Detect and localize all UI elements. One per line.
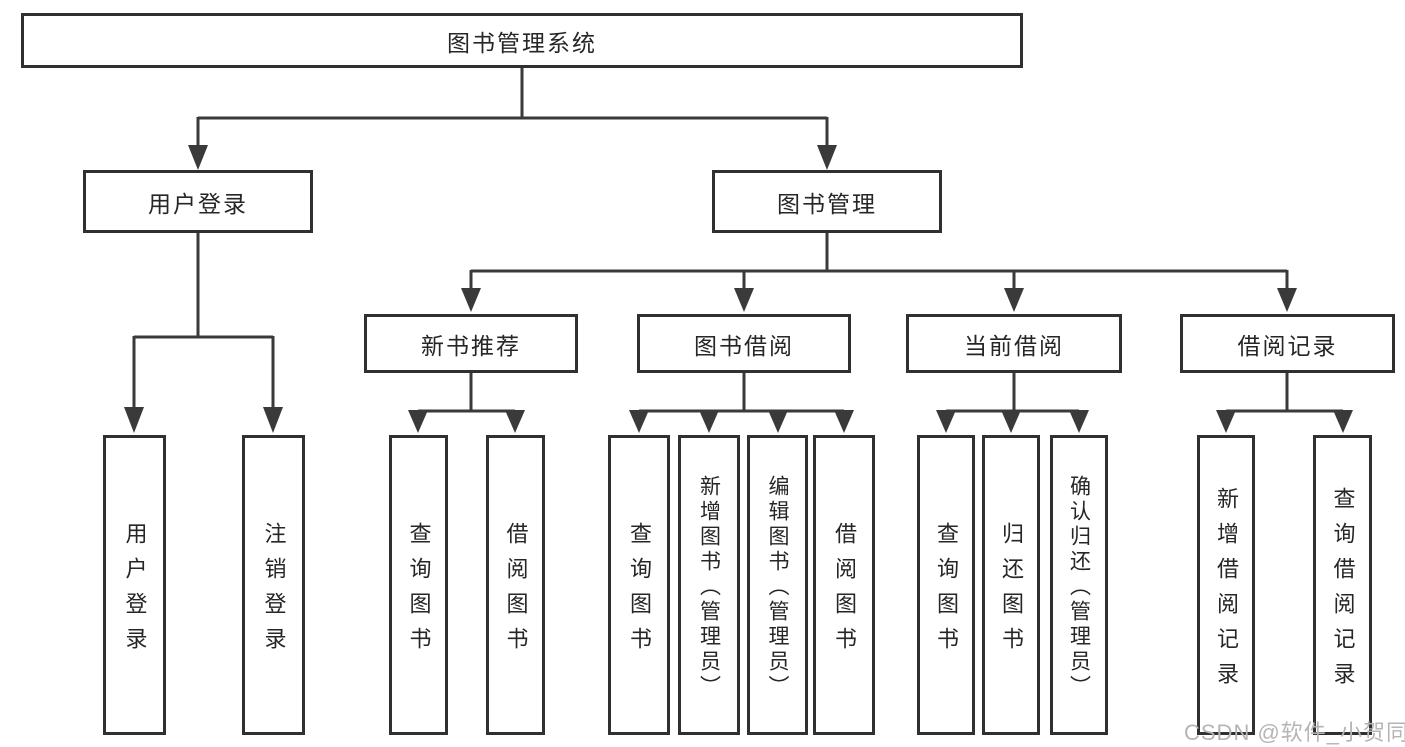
leaf-label: 新增图书（管理员） (697, 474, 721, 700)
leaf-borrow-books: 借阅图书 (486, 435, 545, 735)
node-label: 图书管理 (777, 190, 877, 217)
leaf-logout-login: 注销登录 (242, 435, 305, 735)
leaf-edit-books-admin: 编辑图书（管理员） (747, 435, 808, 735)
leaf-query-books-2: 查询图书 (608, 435, 670, 735)
connector-root-to-level2 (188, 66, 837, 170)
leaf-label: 新增借阅记录 (1214, 486, 1239, 697)
leaf-label: 查询图书 (934, 521, 959, 662)
leaf-user-login: 用户登录 (103, 435, 166, 735)
connector-borrow-record-children (1216, 371, 1353, 433)
leaf-add-books-admin: 新增图书（管理员） (678, 435, 740, 735)
node-library-management-system: 图书管理系统 (21, 13, 1023, 68)
leaf-confirm-return-admin: 确认归还（管理员） (1050, 435, 1108, 735)
leaf-return-books: 归还图书 (982, 435, 1040, 735)
node-book-borrowing: 图书借阅 (637, 314, 851, 373)
node-user-login: 用户登录 (83, 170, 313, 233)
leaf-label: 用户登录 (122, 521, 148, 662)
leaf-query-books: 查询图书 (389, 435, 448, 735)
connector-user-login-children (124, 231, 283, 433)
node-label: 借阅记录 (1237, 332, 1338, 359)
leaf-label: 归还图书 (999, 521, 1024, 662)
node-label: 新书推荐 (421, 332, 521, 359)
node-new-book-recommendation: 新书推荐 (364, 314, 578, 373)
node-current-borrowing: 当前借阅 (906, 314, 1122, 373)
connector-current-borrow-children (936, 371, 1089, 433)
leaf-label: 查询图书 (627, 521, 652, 662)
leaf-query-borrow-record: 查询借阅记录 (1313, 435, 1372, 735)
node-label: 用户登录 (148, 190, 248, 217)
node-book-management: 图书管理 (712, 170, 942, 233)
leaf-label: 编辑图书（管理员） (766, 474, 789, 700)
connector-book-mgmt-sections (461, 231, 1297, 312)
watermark: CSDN @软件_小贺同学 (1184, 720, 1405, 745)
leaf-label: 借阅图书 (832, 521, 857, 662)
node-label: 图书借阅 (694, 332, 794, 359)
leaf-label: 查询借阅记录 (1330, 486, 1356, 697)
leaf-borrow-books-2: 借阅图书 (813, 435, 875, 735)
connector-new-book-children (408, 371, 525, 433)
node-borrowing-records: 借阅记录 (1180, 314, 1395, 373)
leaf-label: 注销登录 (261, 521, 287, 662)
node-label: 图书管理系统 (447, 29, 597, 56)
leaf-query-books-3: 查询图书 (917, 435, 975, 735)
leaf-add-borrow-record: 新增借阅记录 (1197, 435, 1255, 735)
node-label: 当前借阅 (964, 332, 1064, 359)
connector-book-borrow-children (629, 371, 854, 433)
leaf-label: 查询图书 (406, 521, 432, 662)
leaf-label: 借阅图书 (503, 521, 529, 662)
leaf-label: 确认归还（管理员） (1067, 474, 1091, 700)
